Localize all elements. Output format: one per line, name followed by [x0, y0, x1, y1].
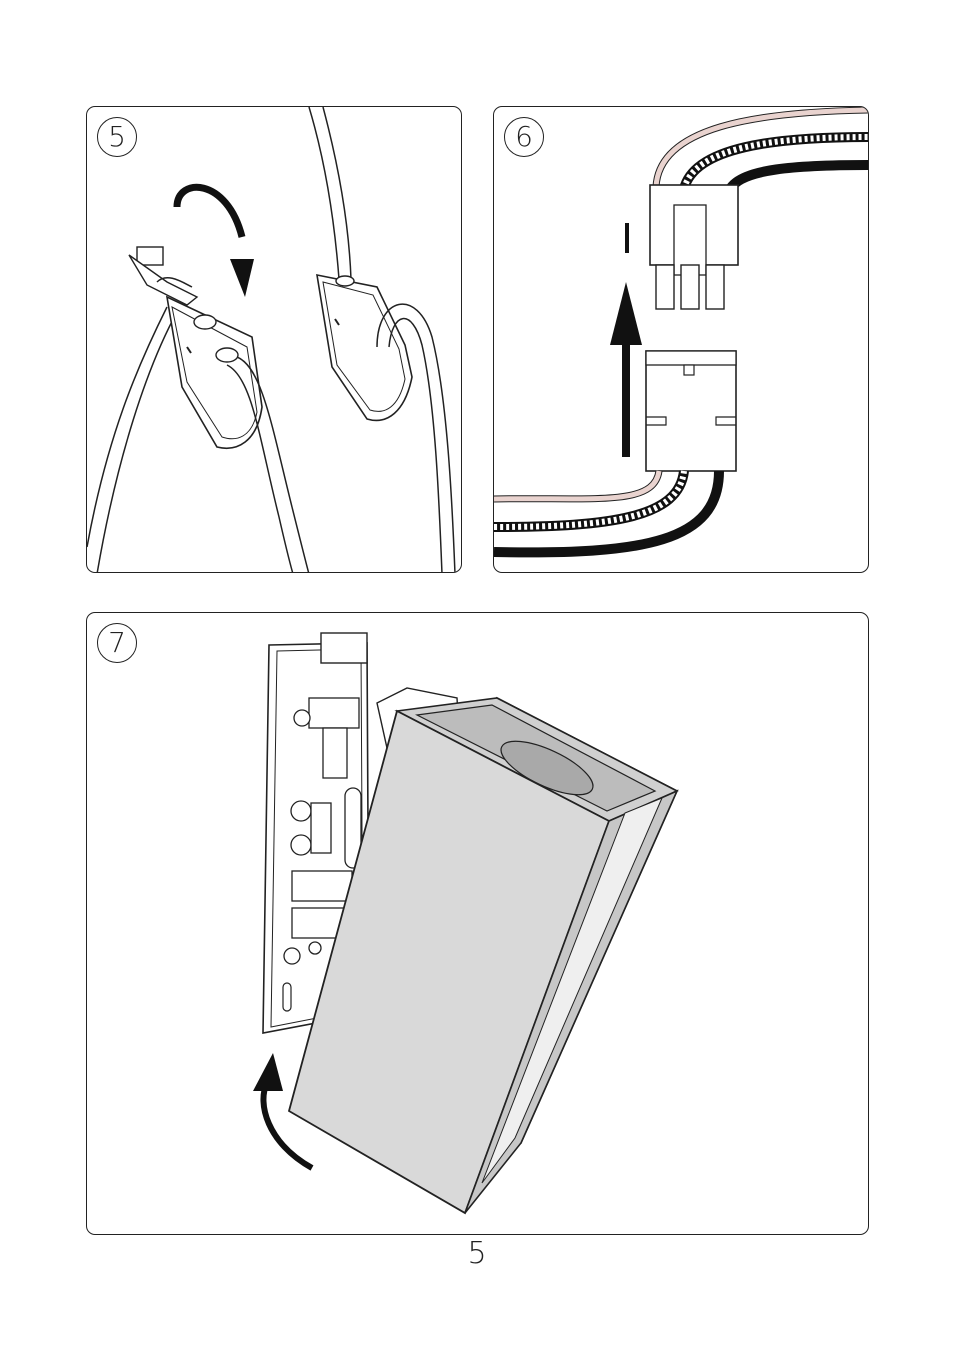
page-number: 5 — [0, 1236, 954, 1271]
step-7-number: 7 — [97, 623, 137, 663]
step-5-number: 5 — [97, 117, 137, 157]
step-7-illustration — [87, 613, 869, 1235]
step-7-panel: 7 — [86, 612, 869, 1235]
connector-box-right — [317, 275, 412, 420]
curved-arrow-icon — [177, 187, 254, 297]
connector-plug-upper — [650, 185, 738, 309]
step-5-illustration — [87, 107, 462, 573]
step-6-panel: 6 — [493, 106, 869, 573]
connector-socket-lower — [646, 351, 736, 471]
step-6-illustration — [494, 107, 869, 573]
step-6-number: 6 — [504, 117, 544, 157]
straight-arrow-icon — [610, 282, 642, 457]
step-5-panel: 5 — [86, 106, 462, 573]
